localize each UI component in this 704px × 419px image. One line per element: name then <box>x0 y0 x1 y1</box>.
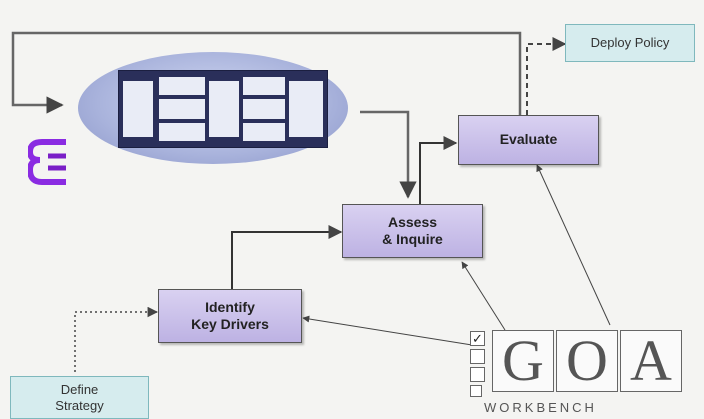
model-panel <box>118 70 328 148</box>
checkbox-icon <box>470 385 482 397</box>
logo-letter-o: O <box>556 330 618 392</box>
panel-cell <box>123 81 153 137</box>
deploy-policy-box[interactable]: Deploy Policy <box>565 24 695 62</box>
panel-cell <box>159 77 205 95</box>
checkbox-icon <box>470 367 485 382</box>
panel-cell <box>243 123 285 141</box>
goa-workbench-logo: ✓ G O A WORKBENCH <box>470 327 685 417</box>
checkbox-checked-icon: ✓ <box>470 331 485 346</box>
panel-cell <box>209 81 239 137</box>
assess-to-evaluate-arrow <box>419 136 458 204</box>
model-to-assess-arrow <box>360 110 417 199</box>
define-to-identify-arrow <box>74 306 159 372</box>
checkbox-icon <box>470 349 485 364</box>
logo-to-assess-arrow <box>461 261 506 331</box>
panel-cell <box>243 77 285 95</box>
workbench-label: WORKBENCH <box>484 400 597 415</box>
identify-to-assess-arrow <box>231 225 343 289</box>
deploy-arrow <box>526 37 567 115</box>
panel-cell <box>159 99 205 119</box>
define-strategy-box[interactable]: Define Strategy <box>10 376 149 419</box>
identify-key-drivers-box[interactable]: Identify Key Drivers <box>158 289 302 343</box>
panel-cell <box>289 81 323 137</box>
assess-inquire-box[interactable]: Assess & Inquire <box>342 204 483 258</box>
logo-letter-a: A <box>620 330 682 392</box>
logo-to-evaluate-arrow <box>536 164 611 326</box>
evaluate-box[interactable]: Evaluate <box>458 115 599 165</box>
panel-cell <box>243 99 285 119</box>
logo-letter-g: G <box>492 330 554 392</box>
side-logo-icon <box>28 139 66 185</box>
logo-to-identify-arrow <box>302 315 473 346</box>
loop-arrow <box>11 31 522 115</box>
panel-cell <box>159 123 205 141</box>
